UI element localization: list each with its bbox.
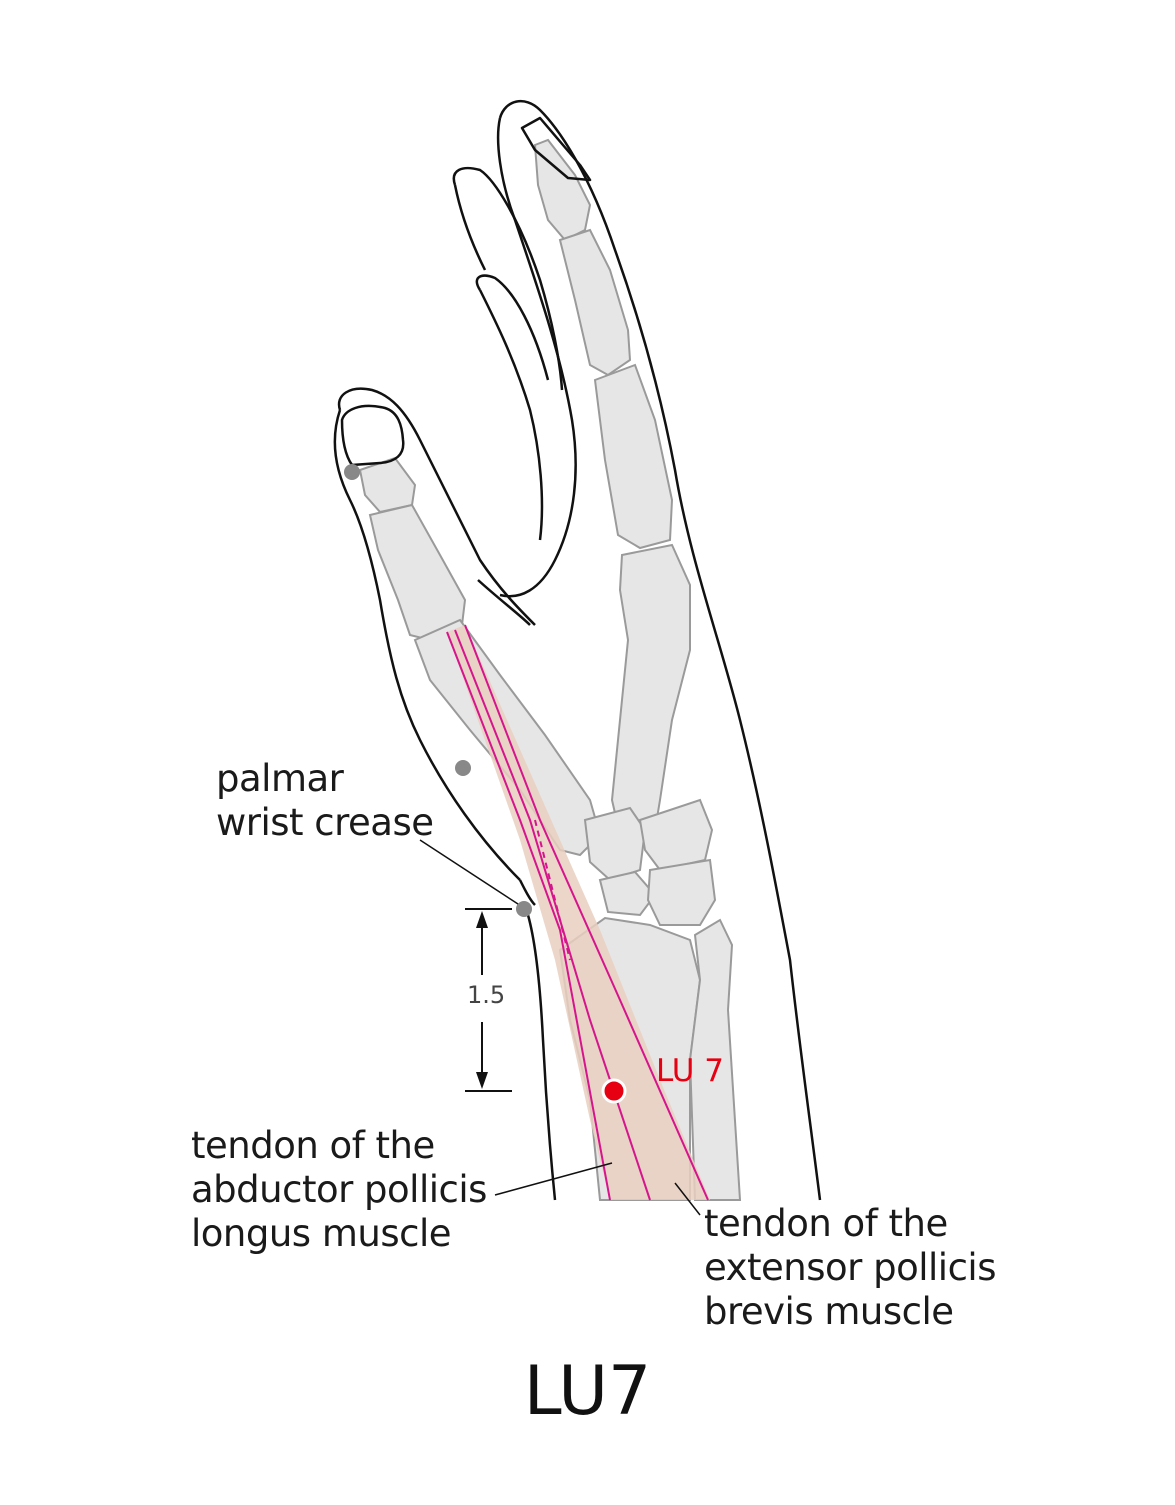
palmar-wrist-crease-label: palmar wrist crease [216,757,434,845]
extensor-tendon-line-3: brevis muscle [704,1290,954,1333]
measurement-value: 1.5 [467,981,506,1009]
lu7-acupoint-marker [601,1078,627,1104]
thumbnail [340,404,405,467]
abductor-tendon-label: tendon of the abductor pollicis longus m… [191,1124,487,1256]
measurement-bracket [465,908,512,1092]
dashed-tendon-line [534,819,571,961]
bones [358,138,742,1201]
index-distal-phalanx [533,138,592,242]
scaphoid-bone [598,870,657,917]
index-fingernail [520,116,592,182]
palmar-wrist-crease-line-2: wrist crease [216,801,434,844]
thumb-bottom-outline [333,409,521,881]
palmar-crease-leader [419,839,519,905]
thumb-reference-point [344,464,360,480]
thumb-top-outline [337,387,536,626]
index-finger-inner [496,117,577,598]
extensor-tendon-line-1: tendon of the [704,1202,948,1245]
abductor-tendon-line-3: longus muscle [191,1212,451,1255]
abductor-tendon-line-1: tendon of the [191,1124,435,1167]
extensor-tendon-label: tendon of the extensor pollicis brevis m… [704,1202,996,1334]
ring-finger-inner [478,289,544,541]
abductor-tendon-line-2: abductor pollicis [191,1168,487,1211]
abductor-leader [494,1162,613,1196]
middle-finger-outline [452,166,564,391]
second-metacarpal [610,543,691,837]
index-proximal-phalanx [593,363,674,550]
little-finger-fold [477,579,531,626]
forearm-lower-outline [526,914,557,1201]
leader-lines [419,839,701,1216]
diagram-title: LU7 [523,1352,652,1431]
wrist-crease-notch [518,879,536,906]
ulna-bone [688,918,742,1201]
palmar-wrist-crease-line-1: palmar [216,757,344,800]
trapezium-bone [583,806,647,882]
measure-arrow-up [476,911,488,928]
thumb-distal-phalanx [358,456,417,514]
lunate-bone [646,858,717,926]
ring-finger-outline [475,274,550,381]
lu7-point-label: LU 7 [656,1053,724,1089]
thenar-reference-point [455,760,471,776]
extensor-tendon-line-2: extensor pollicis [704,1246,996,1289]
wrist-crease-point [516,901,532,917]
hand-outline [333,99,822,1201]
reference-points [344,464,532,917]
tendon-lines [446,624,709,1201]
abductor-tendon-line-1 [446,631,611,1201]
index-finger-outline [498,99,822,1201]
measure-arrow-down [476,1072,488,1089]
index-middle-phalanx [558,228,632,377]
extensor-tendon-line [464,624,709,1201]
middle-finger-inner [453,184,487,271]
extensor-leader [674,1182,701,1216]
